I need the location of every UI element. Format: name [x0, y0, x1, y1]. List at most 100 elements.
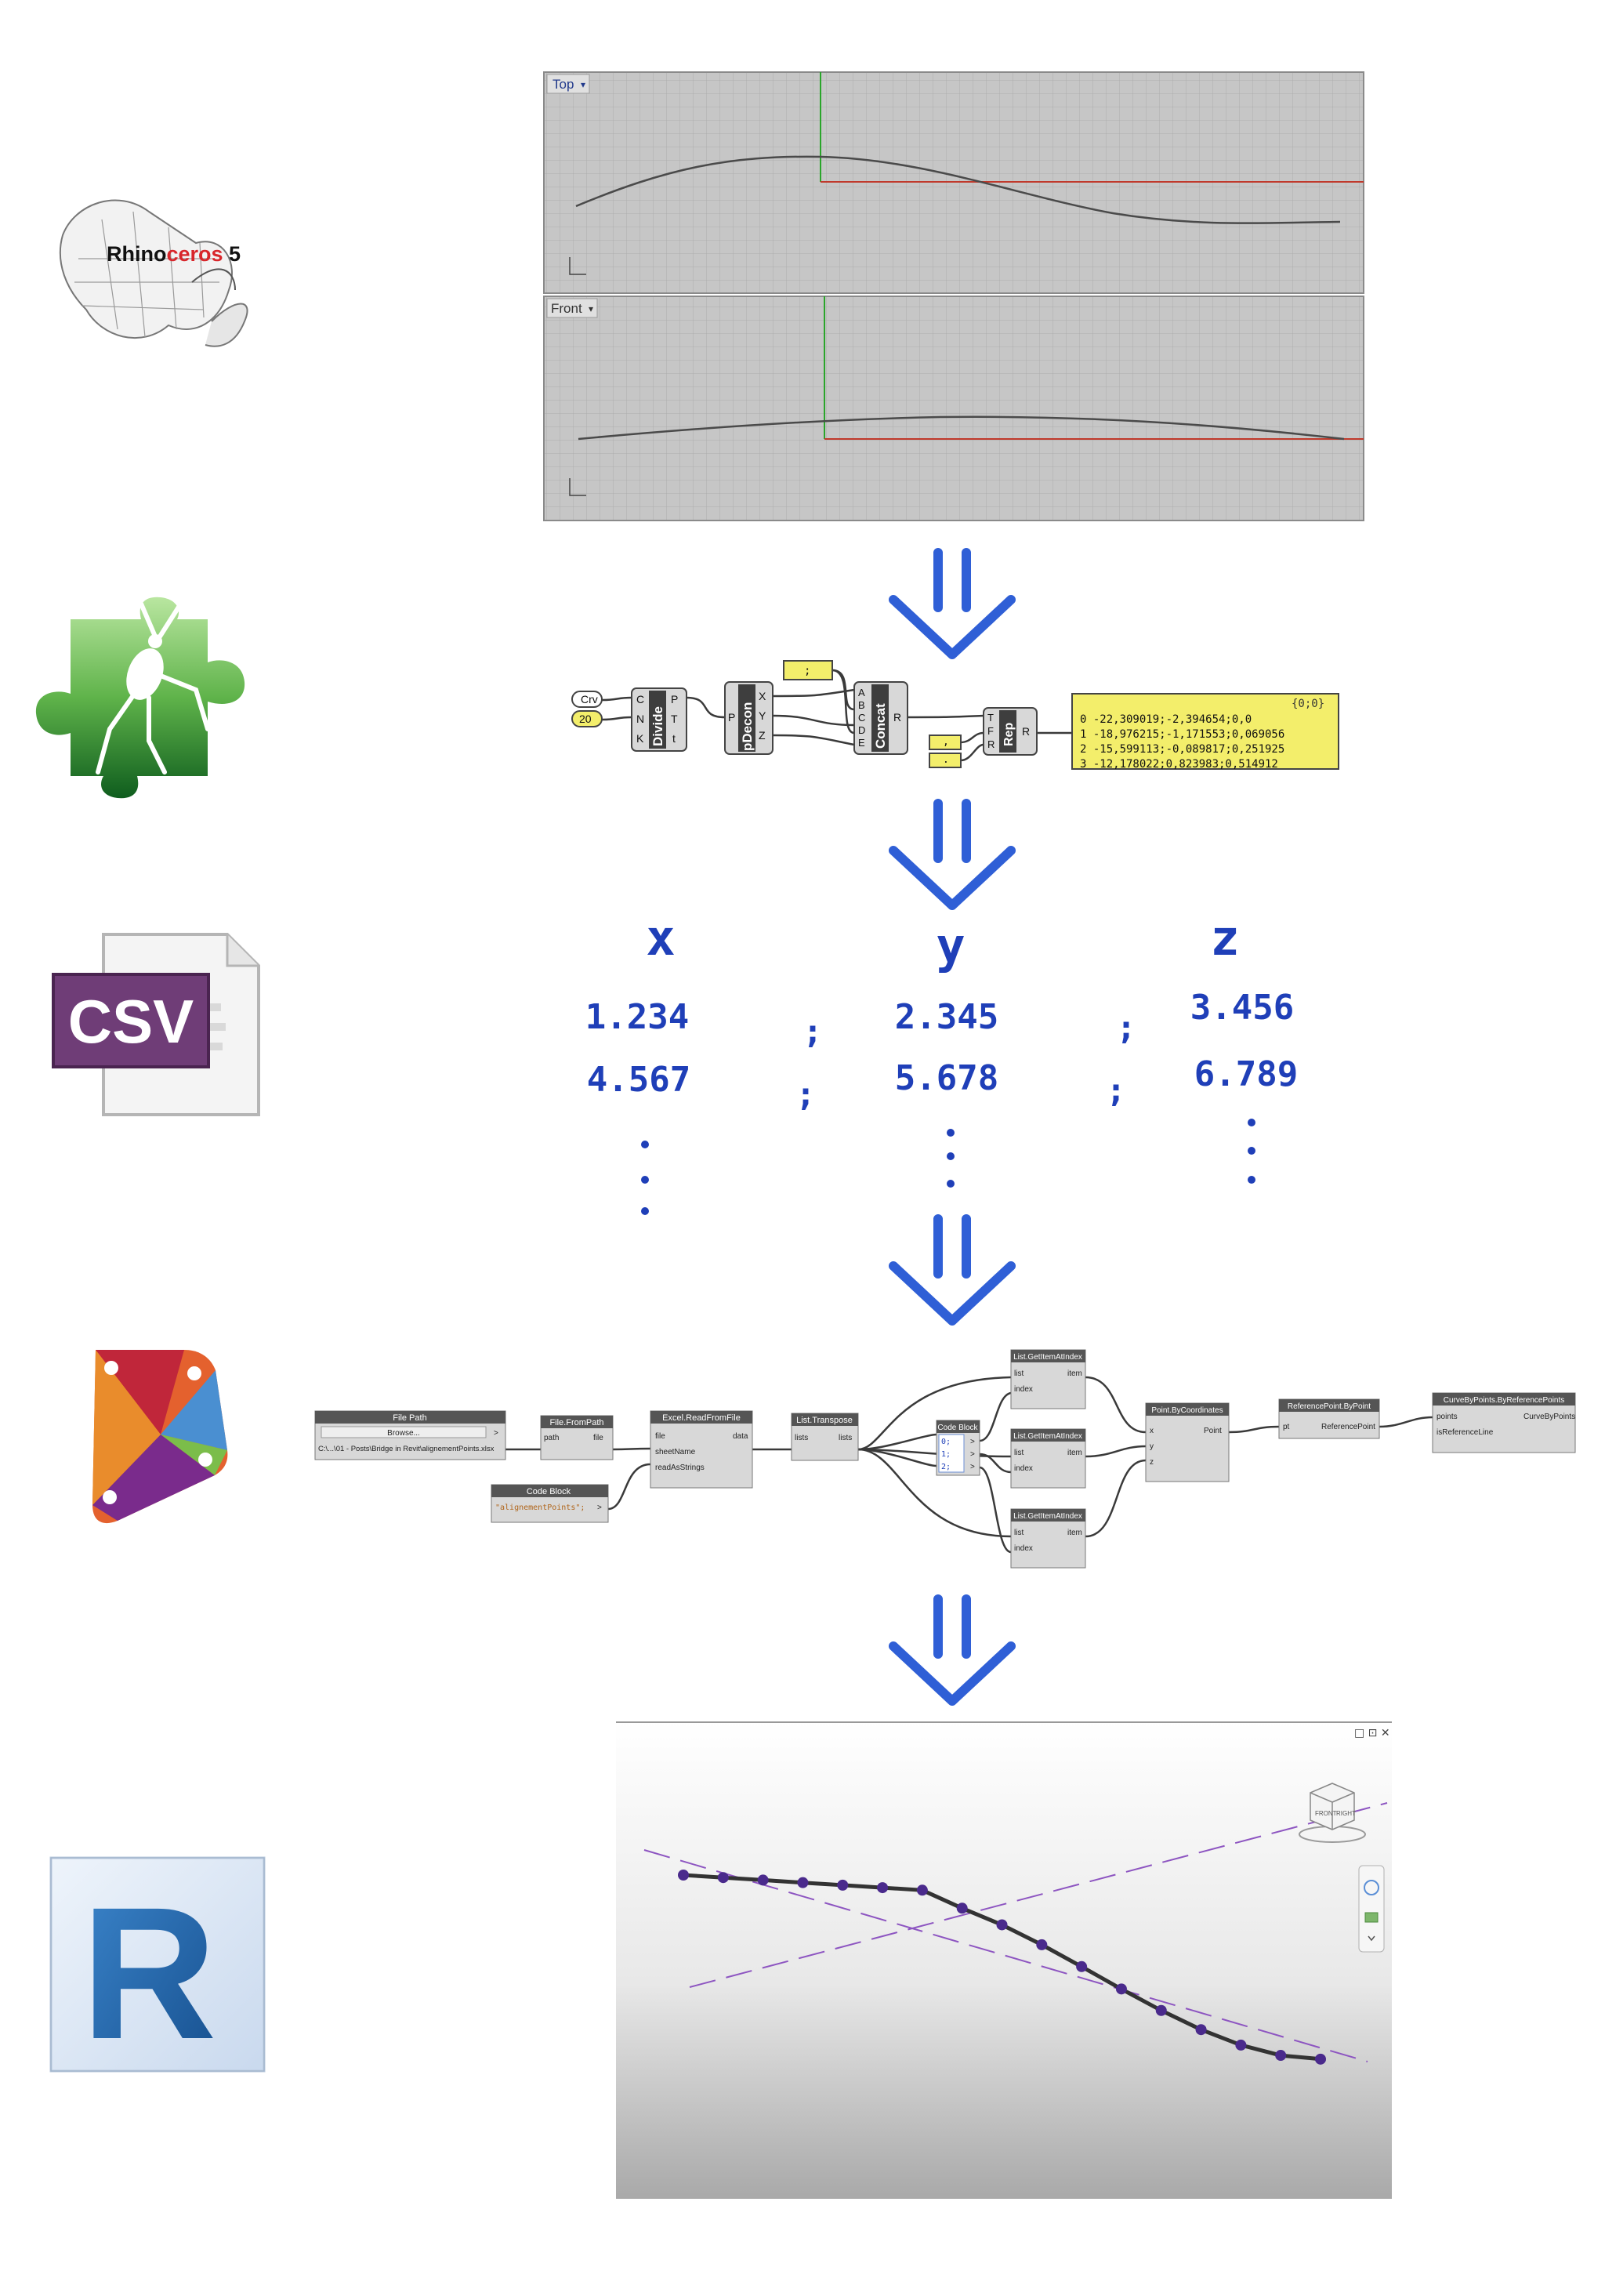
revit-viewcube[interactable]: FRONT RIGHT — [1299, 1783, 1366, 1843]
dyn-cb2-line-0: 0; — [941, 1438, 951, 1446]
csv-sep-1a: ; — [802, 1012, 822, 1050]
gh-concat-name: Concat — [873, 703, 888, 749]
gh-slider-value: 20 — [579, 713, 592, 725]
dynamo-get-item-node-2[interactable]: List.GetItemAtIndex list index item — [1010, 1428, 1086, 1489]
rhino-name-red: ceros — [166, 242, 223, 266]
gh-replace-in-t: T — [987, 712, 994, 724]
gh-number-slider[interactable]: 20 — [571, 710, 603, 727]
viewcube-front[interactable]: FRONT — [1315, 1810, 1337, 1817]
gh-replace-in-r: R — [987, 738, 995, 750]
csv-label: CSV — [68, 987, 194, 1056]
dyn-cb2-line-1: 1; — [941, 1450, 951, 1459]
rhino-front-label[interactable]: Front — [551, 301, 582, 316]
dynamo-code-block-2[interactable]: Code Block 0; 1; 2; > > > — [936, 1420, 980, 1476]
revit-reference-point[interactable] — [996, 1919, 1008, 1931]
svg-text:Rhinoceros 5: Rhinoceros 5 — [107, 242, 241, 266]
csv-row-2-y: 5.678 — [895, 1058, 998, 1098]
gh-wires — [601, 669, 1072, 762]
rhino-front-dropdown[interactable]: ▾ — [589, 303, 593, 314]
gh-crv-param[interactable]: Crv — [571, 691, 603, 708]
dyn-excel-in-sheet: sheetName — [655, 1448, 696, 1456]
gh-semicolon-panel[interactable]: ; — [783, 660, 833, 680]
gh-concat-component[interactable]: Concat A B C D E R — [853, 681, 908, 755]
gh-divide-component[interactable]: Divide C N K P T t — [631, 687, 687, 752]
dyn-excel-in-file: file — [655, 1432, 665, 1441]
rhino-top-viewport[interactable]: Top ▾ — [543, 71, 1364, 294]
dyn-cbp-in-points: points — [1437, 1413, 1458, 1421]
gh-concat-in-c: C — [858, 712, 865, 724]
dyn-ffp-title: File.FromPath — [549, 1418, 603, 1427]
csv-continuation-dots — [641, 1119, 1255, 1215]
dynamo-file-from-path-node[interactable]: File.FromPath path file — [540, 1415, 614, 1460]
dyn-ffp-out: file — [593, 1434, 603, 1442]
revit-reference-point[interactable] — [1155, 2004, 1167, 2016]
dyn-gi3-in-index: index — [1014, 1544, 1033, 1553]
revit-reference-point[interactable] — [877, 1882, 889, 1894]
dynamo-list-transpose-node[interactable]: List.Transpose lists lists — [791, 1413, 859, 1461]
revit-reference-point[interactable] — [837, 1879, 849, 1891]
dyn-gi3-in-list: list — [1014, 1529, 1024, 1537]
dyn-excel-in-strings: readAsStrings — [655, 1464, 705, 1472]
revit-reference-point[interactable] — [797, 1877, 809, 1888]
revit-reference-point[interactable] — [678, 1870, 689, 1881]
dyn-transpose-out: lists — [839, 1434, 852, 1442]
revit-reference-point[interactable] — [956, 1902, 968, 1914]
dynamo-code-block-1[interactable]: Code Block "alignementPoints"; > — [491, 1484, 609, 1523]
gh-pdecon-in-p: P — [728, 711, 735, 724]
revit-navigation-bar[interactable] — [1358, 1865, 1385, 1953]
dyn-gi1-in-index: index — [1014, 1385, 1033, 1394]
gh-replace-component[interactable]: Rep T F R R — [983, 707, 1038, 756]
dyn-cb2-title: Code Block — [937, 1424, 978, 1432]
nav-chevron-icon[interactable] — [1368, 1935, 1375, 1942]
zoom-icon[interactable] — [1364, 1912, 1379, 1923]
revit-window-controls[interactable]: □ ⊡ ✕ — [1354, 1727, 1390, 1739]
rhino-top-curve — [575, 155, 1341, 225]
revit-reference-point[interactable] — [1195, 2024, 1207, 2036]
revit-reference-point[interactable] — [916, 1884, 928, 1896]
down-arrow-3 — [889, 1214, 1016, 1326]
dyn-transpose-in: lists — [795, 1434, 808, 1442]
revit-reference-point[interactable] — [1036, 1939, 1048, 1950]
revit-reference-point[interactable] — [1235, 2039, 1247, 2051]
dynamo-excel-read-node[interactable]: Excel.ReadFromFile file sheetName readAs… — [650, 1410, 753, 1489]
dynamo-get-item-node-1[interactable]: List.GetItemAtIndex list index item — [1010, 1349, 1086, 1409]
gh-pdecon-component[interactable]: pDecon P X Y Z — [724, 681, 774, 755]
rhino-name-black: Rhino — [107, 242, 166, 266]
dynamo-file-path-node[interactable]: File Path Browse... C:\...\01 - Posts\Br… — [314, 1410, 506, 1460]
revit-reference-point[interactable] — [1076, 1960, 1088, 1972]
dyn-ffp-in: path — [544, 1434, 559, 1442]
grasshopper-definition: Crv 20 Divide C N K P T t pDecon P X Y Z — [571, 660, 1339, 771]
dynamo-ref-point-node[interactable]: ReferencePoint.ByPoint pt ReferencePoint — [1278, 1398, 1380, 1439]
csv-header-y: y — [936, 917, 965, 974]
rhino-top-label[interactable]: Top — [553, 77, 574, 92]
revit-reference-point[interactable] — [1275, 2050, 1287, 2062]
dynamo-point-by-coords-node[interactable]: Point.ByCoordinates x y z Point — [1145, 1402, 1230, 1482]
viewcube-right[interactable]: RIGHT — [1336, 1810, 1356, 1817]
csv-sep-2a: ; — [795, 1075, 815, 1113]
dyn-browse-button[interactable]: Browse... — [387, 1429, 420, 1438]
gh-divide-out-t-small: t — [672, 732, 676, 745]
dyn-gi1-title: List.GetItemAtIndex — [1013, 1353, 1082, 1362]
gh-crv-label: Crv — [581, 693, 598, 705]
revit-reference-point[interactable] — [717, 1872, 729, 1884]
rhino-front-viewport[interactable]: Front ▾ — [543, 296, 1364, 521]
gh-dot-panel-1[interactable]: , — [929, 735, 962, 750]
revit-reference-point[interactable] — [1315, 2053, 1326, 2065]
steering-wheel-icon[interactable] — [1364, 1880, 1379, 1895]
rhino-top-dropdown[interactable]: ▾ — [581, 79, 585, 90]
dynamo-get-item-node-3[interactable]: List.GetItemAtIndex list index item — [1010, 1508, 1086, 1569]
grasshopper-insect-icon — [96, 600, 210, 774]
revit-3d-view[interactable]: FRONT RIGHT □ ⊡ ✕ — [616, 1721, 1392, 2199]
gh-output-line-0: 0 -22,309019;-2,394654;0,0 — [1080, 713, 1252, 726]
gh-concat-in-d: D — [858, 724, 865, 736]
dyn-file-path-out: > — [494, 1429, 498, 1438]
revit-reference-point[interactable] — [1115, 1983, 1127, 1995]
gh-dot-panel-2[interactable]: . — [929, 753, 962, 768]
dyn-file-path-value: C:\...\01 - Posts\Bridge in Revit\aligne… — [318, 1445, 495, 1453]
gh-output-panel[interactable]: {0;0} 0 -22,309019;-2,394654;0,0 1 -18,9… — [1071, 693, 1339, 771]
grasshopper-puzzle-icon — [35, 597, 245, 799]
gh-divide-out-p: P — [671, 693, 678, 705]
revit-reference-point[interactable] — [757, 1874, 769, 1886]
dynamo-curve-by-points-node[interactable]: CurveByPoints.ByReferencePoints points i… — [1432, 1392, 1576, 1453]
gh-dot-panel-2-text: . — [943, 754, 949, 766]
